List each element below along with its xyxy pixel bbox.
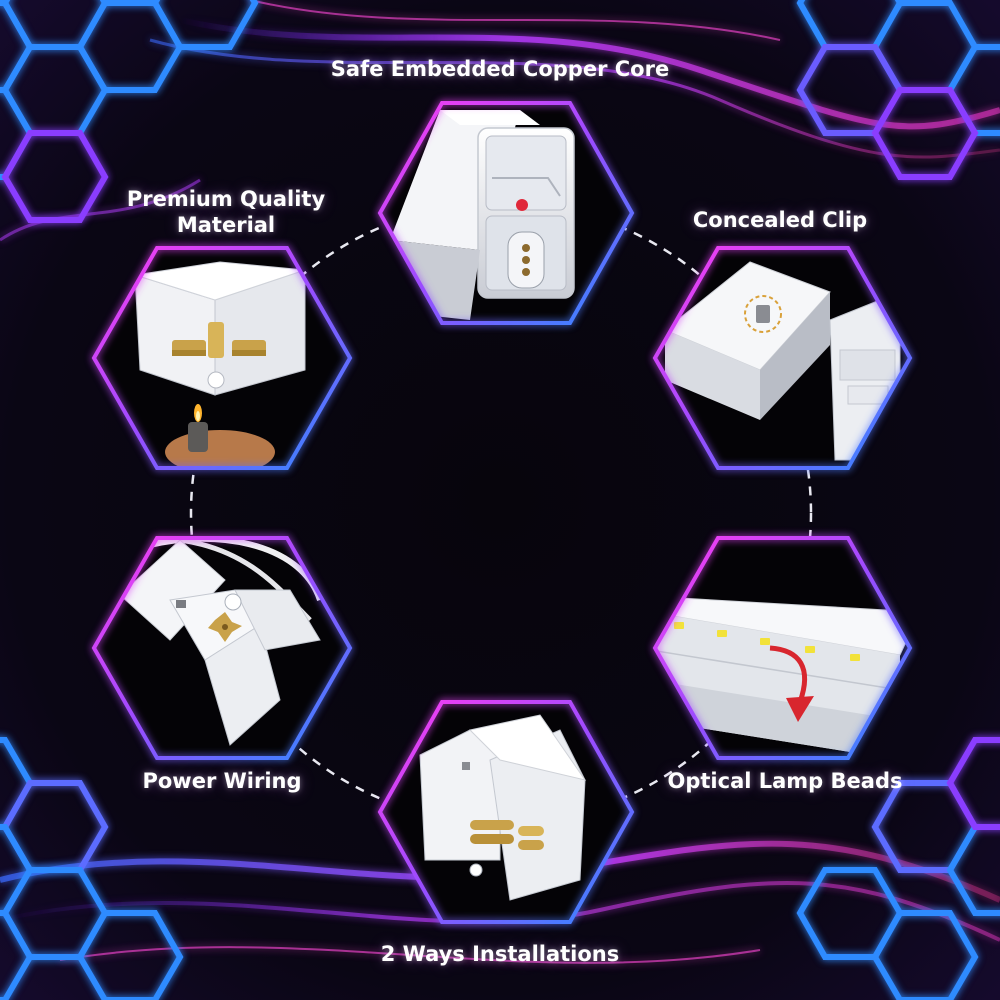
hexagon-copper-core [377,101,635,325]
label-premium-quality-material: Premium Quality Material [96,186,356,238]
hexagon-two-ways-installations [377,700,635,924]
label-safe-embedded-copper-core: Safe Embedded Copper Core [330,57,670,81]
label-premium-quality-line1: Premium Quality [126,187,326,211]
corner-hexagon-grid-bottom-left [0,737,184,1000]
hexagon-power-wiring [91,536,353,760]
label-optical-lamp-beads: Optical Lamp Beads [667,769,903,793]
label-premium-quality-line2: Material [176,213,276,237]
corner-hexagon-grid-top-left [0,0,259,223]
label-concealed-clip: Concealed Clip [692,208,868,232]
corner-hexagon-grid-top-right [796,0,1000,180]
hexagon-optical-lamp-beads [652,536,913,760]
corner-hexagon-grid-bottom-right [796,737,1000,1000]
label-two-ways-installations: 2 Ways Installations [380,942,620,966]
dashed-connector-circle [189,201,813,825]
hexagon-premium-material [91,246,353,470]
label-power-wiring: Power Wiring [142,769,302,793]
